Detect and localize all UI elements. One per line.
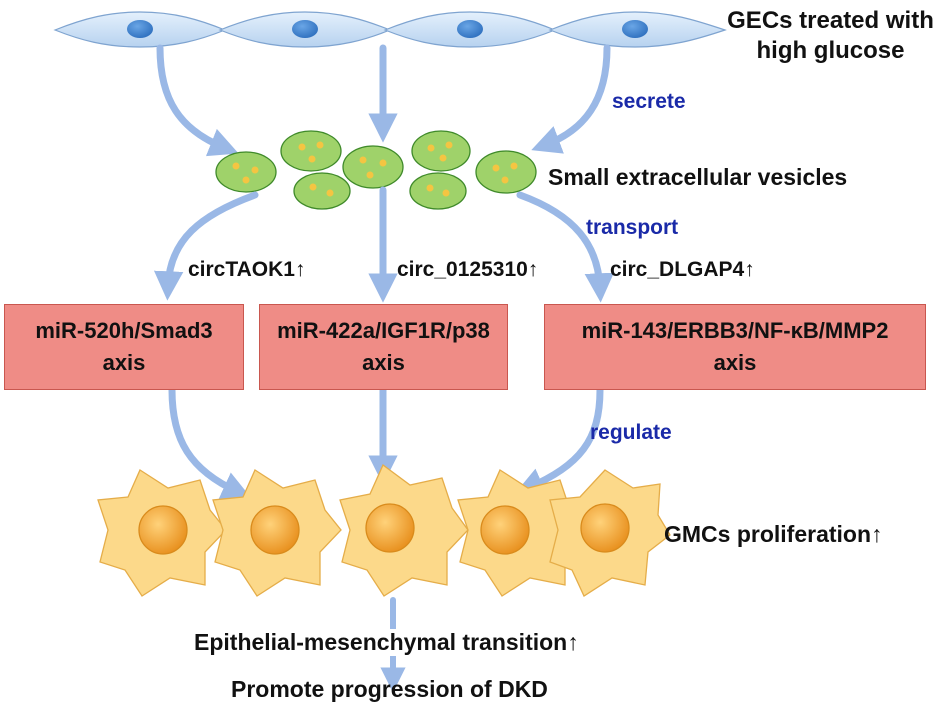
gec-cell-row: [53, 11, 727, 48]
emt-label: Epithelial-mesenchymal transition↑: [194, 629, 579, 656]
arrow-gec-to-vesicle-right: [531, 44, 611, 154]
gmc-cell: [549, 469, 671, 597]
vesicle: [475, 150, 537, 194]
axis-box-1: miR-520h/Smad3 axis: [4, 304, 244, 390]
gec-cell: [548, 11, 727, 48]
vesicle: [215, 151, 277, 193]
transport-arrows: [153, 186, 614, 303]
axis-box-1-line1: miR-520h/Smad3: [35, 318, 213, 343]
gec-cell: [53, 11, 227, 48]
axis-box-3-line2: axis: [713, 350, 757, 375]
arrow-box-to-gmc-right: [514, 386, 604, 496]
transport-label: transport: [586, 216, 679, 239]
axis-box-1-line2: axis: [102, 350, 146, 375]
gec-cell: [218, 11, 392, 48]
vesicle: [409, 172, 467, 210]
axis-box-3-line1: miR-143/ERBB3/NF-κB/MMP2: [581, 318, 889, 343]
arrow-gec-to-vesicle-left: [156, 44, 239, 157]
vesicle: [342, 145, 404, 189]
dkd-label: Promote progression of DKD: [231, 676, 548, 702]
gmc-cell: [339, 463, 469, 597]
arrow-box-to-gmc-left: [168, 386, 252, 500]
axis-box-2-line2: axis: [362, 350, 405, 375]
gec-label: GECs treated with high glucose: [718, 6, 943, 66]
axis-box-2: miR-422a/IGF1R/p38 axis: [259, 304, 508, 390]
gec-label-line2: high glucose: [756, 37, 905, 64]
arrow-vesicle-to-box-right: [516, 191, 614, 303]
vesicle-cluster: [215, 130, 537, 210]
circ-label-3: circ_DLGAP4↑: [610, 258, 755, 281]
regulate-arrows: [168, 386, 604, 500]
arrow-vesicle-to-box-left: [153, 191, 259, 301]
axis-box-3: miR-143/ERBB3/NF-κB/MMP2 axis: [544, 304, 926, 390]
regulate-label: regulate: [590, 421, 672, 444]
gmc-label: GMCs proliferation↑: [664, 521, 883, 547]
vesicle: [280, 130, 342, 172]
circ-label-2: circ_0125310↑: [397, 258, 539, 281]
circ-label-1: circTAOK1↑: [188, 258, 306, 281]
gmc-cell-row: [97, 463, 671, 597]
gec-label-line1: GECs treated with: [727, 7, 934, 34]
gmc-cell: [97, 469, 227, 597]
secrete-arrows: [156, 44, 611, 157]
secrete-label: secrete: [612, 90, 686, 113]
vesicle: [293, 172, 351, 210]
vesicles-label: Small extracellular vesicles: [548, 164, 848, 190]
axis-box-2-line1: miR-422a/IGF1R/p38: [277, 318, 490, 343]
gmc-cell: [212, 469, 342, 597]
vesicle: [411, 130, 471, 172]
gec-cell: [383, 11, 557, 48]
